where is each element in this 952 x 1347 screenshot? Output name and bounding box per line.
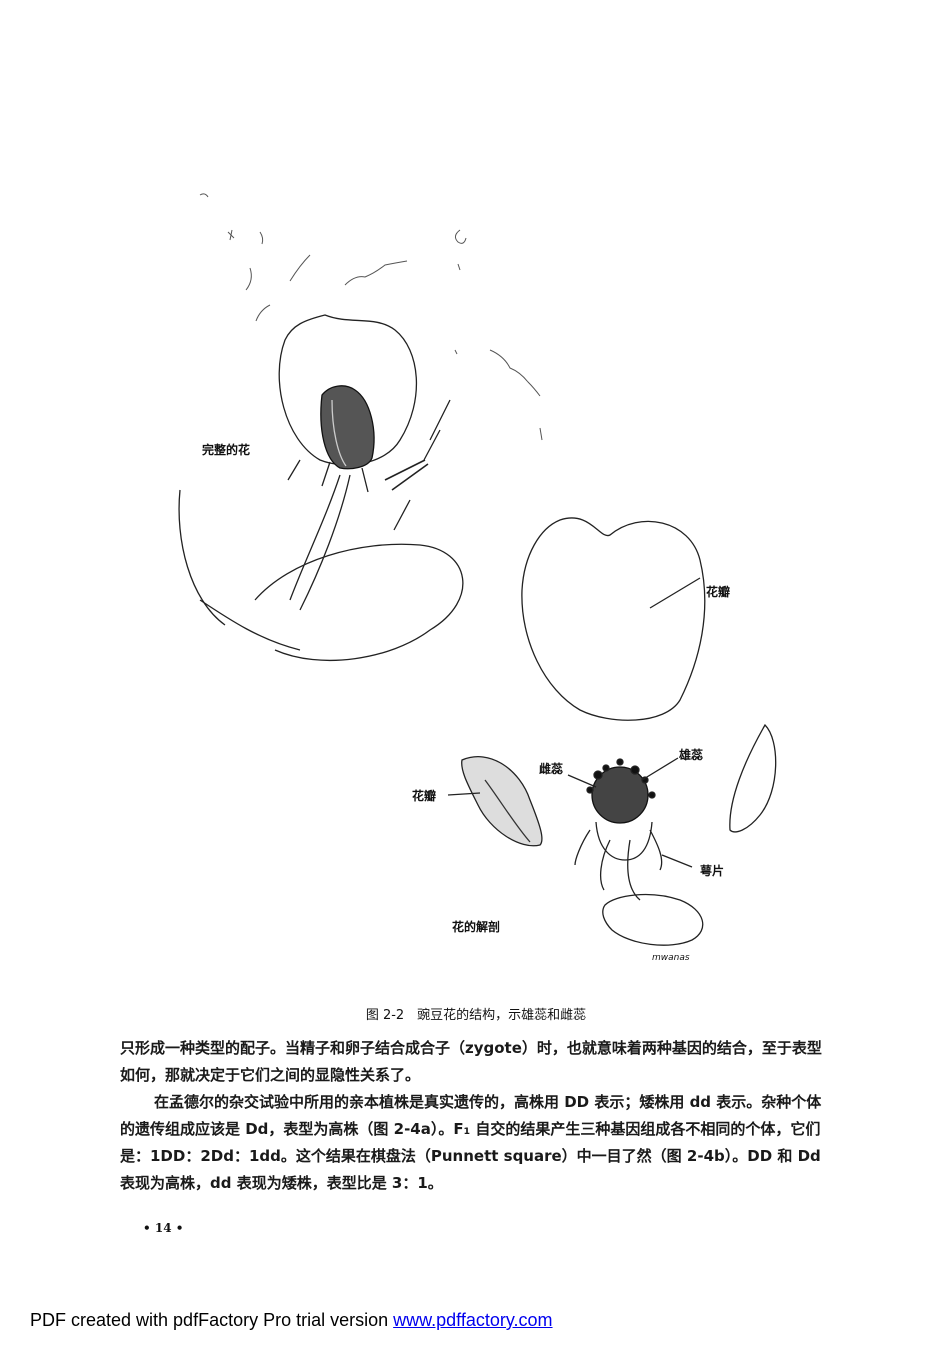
paragraph-2: 在孟德尔的杂交试验中所用的亲本植株是真实遗传的，高株用 DD 表示；矮株用 dd… xyxy=(120,1093,822,1192)
bottom-petal-drawing xyxy=(602,893,704,946)
page-number: • 14 • xyxy=(143,1221,184,1235)
label-complete-flower: 完整的花 xyxy=(202,443,251,457)
sepal-drawing xyxy=(574,829,693,901)
artist-signature: mwanas xyxy=(652,953,690,963)
paragraph-1: 只形成一种类型的配子。当精子和卵子结合成合子（zygote）时，也就意味着两种基… xyxy=(120,1039,822,1084)
pdf-footer: PDF created with pdfFactory Pro trial ve… xyxy=(30,1310,553,1331)
keel-petal-drawing xyxy=(729,723,777,833)
wing-petal-drawing xyxy=(447,756,543,847)
complete-flower-drawing xyxy=(178,314,464,662)
standard-petal-drawing xyxy=(521,517,706,721)
label-petal-left: 花瓣 xyxy=(412,789,437,803)
label-dissection: 花的解剖 xyxy=(452,920,501,934)
label-stamen: 雄蕊 xyxy=(679,748,704,762)
label-sepal: 萼片 xyxy=(700,864,725,878)
footer-link[interactable]: www.pdffactory.com xyxy=(393,1310,553,1330)
label-pistil: 雌蕊 xyxy=(539,762,564,776)
label-petal-top: 花瓣 xyxy=(706,585,731,599)
figure-caption: 图 2-2 豌豆花的结构，示雄蕊和雌蕊 xyxy=(365,1008,587,1023)
footer-prefix: PDF created with pdfFactory Pro trial ve… xyxy=(30,1310,394,1330)
body-text: 只形成一种类型的配子。当精子和卵子结合成合子（zygote）时，也就意味着两种基… xyxy=(120,1035,832,1197)
stamen-pistil-drawing xyxy=(567,757,679,861)
pea-flower-figure xyxy=(178,193,777,946)
sketch-marks xyxy=(199,193,543,441)
